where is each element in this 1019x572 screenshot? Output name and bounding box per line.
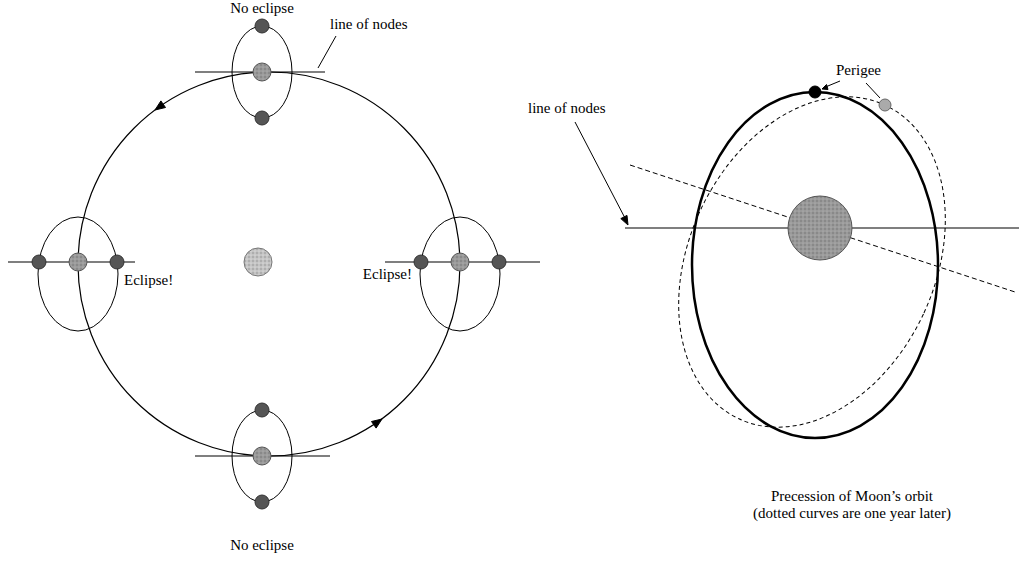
moon xyxy=(414,255,428,269)
precession-panel xyxy=(575,53,1019,471)
earth xyxy=(451,253,469,271)
state-label: Eclipse! xyxy=(124,272,173,289)
perigee-dot xyxy=(809,86,821,98)
direction-arrow xyxy=(372,419,383,428)
moon xyxy=(255,111,269,125)
moon xyxy=(32,255,46,269)
moon-orbit xyxy=(38,217,118,331)
moon xyxy=(492,255,506,269)
earth-orbit xyxy=(78,72,460,456)
earth-orbit-panel xyxy=(8,19,540,509)
leader-line xyxy=(866,83,880,98)
perigee-dot-later xyxy=(879,99,891,111)
direction-arrow xyxy=(155,101,166,110)
moon-orbit-later xyxy=(627,53,996,471)
earth xyxy=(69,253,87,271)
line-label: line of nodes xyxy=(330,16,407,33)
line-label: line of nodes xyxy=(528,100,605,117)
moon xyxy=(255,495,269,509)
leader-line xyxy=(318,36,336,68)
point-label: Perigee xyxy=(836,62,881,79)
moon xyxy=(255,403,269,417)
earth xyxy=(788,196,852,260)
moon-orbit xyxy=(692,92,938,438)
leader-arrowhead xyxy=(621,215,628,225)
earth xyxy=(253,447,271,465)
moon-orbit xyxy=(420,217,500,331)
sun xyxy=(244,248,272,276)
line-of-nodes-later xyxy=(630,165,1015,292)
state-label: Eclipse! xyxy=(363,266,412,283)
caption-text: Precession of Moon’s orbit (dotted curve… xyxy=(749,488,955,521)
moon xyxy=(255,19,269,33)
moon xyxy=(110,255,124,269)
state-label: No eclipse xyxy=(230,537,294,554)
state-label: No eclipse xyxy=(230,0,294,17)
leader-line xyxy=(575,122,626,220)
leader-arrowhead xyxy=(822,85,828,90)
earth xyxy=(253,63,271,81)
